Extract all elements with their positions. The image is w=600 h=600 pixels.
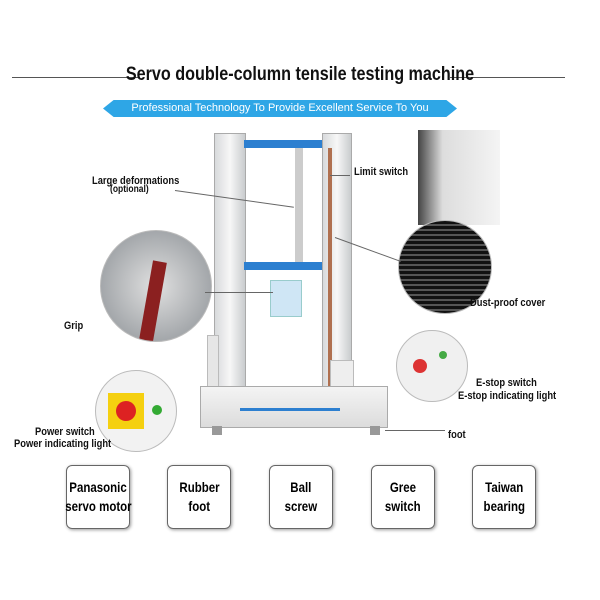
title-rule-left <box>12 77 140 78</box>
feature-line: Rubber <box>178 479 220 495</box>
page-title: Servo double-column tensile testing mach… <box>125 64 475 85</box>
feature-ball-screw: Ball screw <box>269 465 333 529</box>
foot-right <box>370 426 380 435</box>
label-grip: Grip <box>64 320 84 332</box>
leader-line <box>330 175 350 176</box>
feature-line: Panasonic <box>69 479 127 495</box>
middle-crossbar <box>244 262 322 270</box>
foot-left <box>212 426 222 435</box>
grip-area <box>270 280 302 317</box>
label-dust-proof-cover: Dust-proof cover <box>470 297 546 309</box>
feature-line: Gree <box>389 479 417 495</box>
extensometer <box>295 148 303 262</box>
feature-line: switch <box>385 498 421 514</box>
feature-line: screw <box>284 498 318 514</box>
leader-line <box>205 292 273 293</box>
feature-gree-switch: Gree switch <box>371 465 435 529</box>
feature-line: bearing <box>483 498 525 514</box>
feature-servo-motor: Panasonic servo motor <box>64 465 132 529</box>
machine-base <box>200 386 388 428</box>
top-crossbar <box>244 140 322 148</box>
feature-line: Taiwan <box>484 479 524 495</box>
ball-screw <box>328 148 332 388</box>
power-switch-detail-image <box>95 370 177 452</box>
label-large-deformations: Large deformations <box>92 175 180 187</box>
label-estop-switch: E-stop switch <box>476 377 537 389</box>
feature-line: Ball <box>290 479 312 495</box>
label-limit-switch: Limit switch <box>354 166 409 178</box>
label-power-switch: Power switch <box>35 426 95 438</box>
feature-taiwan-bearing: Taiwan bearing <box>472 465 536 529</box>
label-power-light: Power indicating light <box>14 438 112 450</box>
slogan-banner: Professional Technology To Provide Excel… <box>103 100 457 117</box>
label-foot: foot <box>448 429 466 441</box>
right-column <box>322 133 352 390</box>
base-stripe <box>240 408 340 411</box>
feature-line: foot <box>188 498 210 514</box>
side-panel <box>207 335 219 387</box>
title-rule-right <box>450 77 565 78</box>
limit-switch-detail-image <box>418 130 500 225</box>
feature-rubber-foot: Rubber foot <box>167 465 231 529</box>
grip-detail-image <box>100 230 212 342</box>
leader-line <box>385 430 445 431</box>
left-column <box>214 133 246 390</box>
dust-cover-detail-image <box>398 220 492 314</box>
estop-detail-image <box>396 330 468 402</box>
label-optional: (optional) <box>110 184 149 195</box>
feature-line: servo motor <box>64 498 132 514</box>
label-estop-light: E-stop indicating light <box>458 390 557 402</box>
